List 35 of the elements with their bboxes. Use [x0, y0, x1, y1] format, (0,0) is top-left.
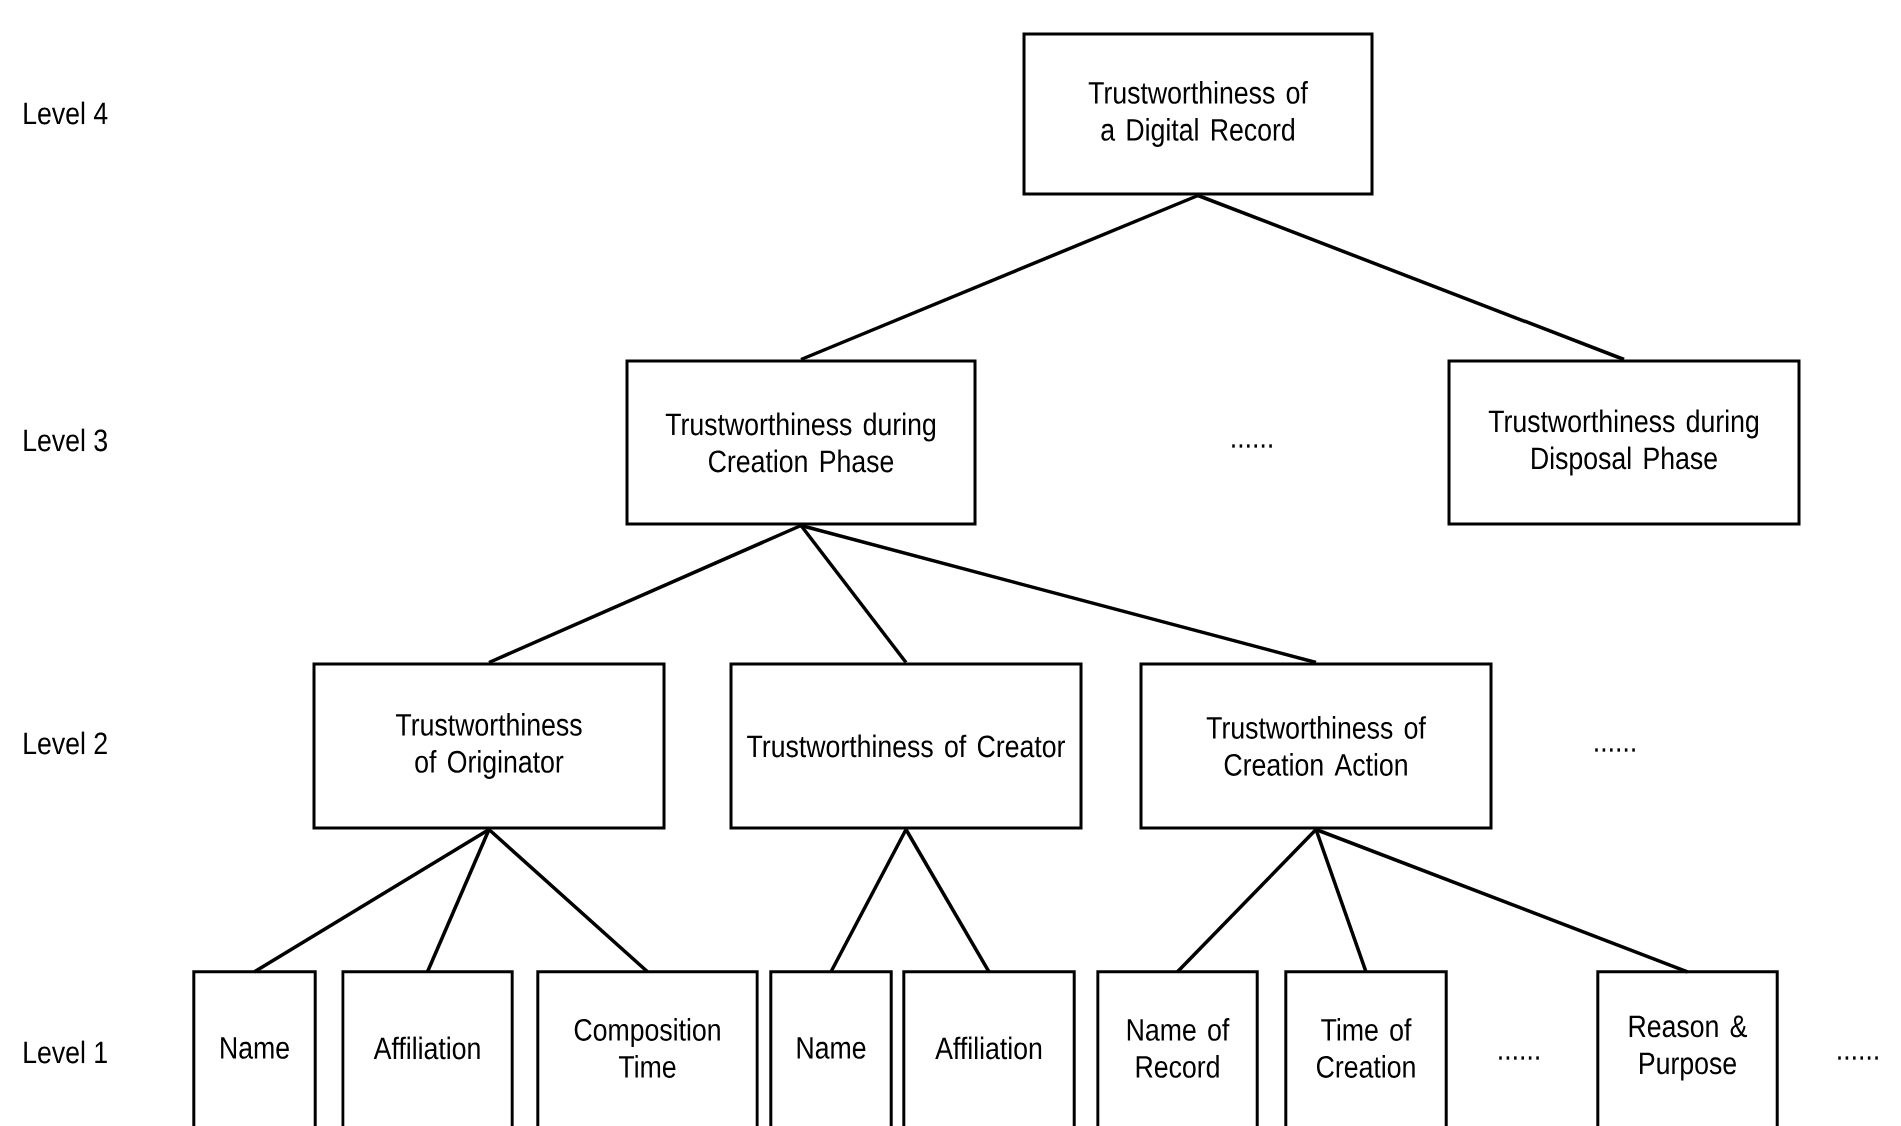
attribute-box: Trustworthiness of Creator — [729, 662, 1083, 830]
ellipsis: ...... — [1838, 1056, 1878, 1060]
connector-line — [829, 828, 908, 973]
connector-line — [425, 828, 491, 973]
level-label: Level 2 — [24, 731, 107, 755]
level-label: Level 4 — [24, 101, 108, 125]
ellipsis: ...... — [1595, 748, 1635, 752]
attribute-box: Composition Time — [536, 970, 759, 1126]
connector-line — [488, 523, 802, 665]
connector-line — [1315, 827, 1689, 974]
attribute-box: Trustworthiness of Creation Action — [1139, 662, 1493, 830]
connector-line — [1176, 828, 1318, 974]
connector-line — [904, 828, 991, 973]
attribute-box: Name — [192, 970, 317, 1126]
level-label: Level 1 — [24, 1040, 107, 1064]
connector-line — [799, 524, 908, 664]
attribute-box: Trustworthiness of Originator — [312, 662, 666, 830]
attribute-box: Trustworthiness during Creation Phase — [625, 359, 977, 526]
ellipsis: ...... — [1499, 1056, 1539, 1060]
connector-line — [800, 193, 1199, 362]
attribute-box: Trustworthiness of a Digital Record — [1022, 32, 1374, 196]
connector-line — [800, 523, 1317, 665]
level-label: Level 3 — [24, 428, 107, 452]
connector-line — [1197, 193, 1625, 362]
attribute-box: Affiliation — [902, 970, 1076, 1126]
attribute-box: Affiliation — [341, 970, 514, 1126]
attribute-box: Name — [769, 970, 893, 1126]
connector-line — [1314, 828, 1368, 973]
attribute-box: Trustworthiness during Disposal Phase — [1447, 359, 1801, 526]
connector-line — [487, 828, 649, 974]
ellipsis: ...... — [1232, 444, 1272, 448]
attribute-box: Reason & Purpose — [1596, 970, 1779, 1126]
connector-line — [253, 828, 490, 974]
attribute-box: Time of Creation — [1284, 970, 1448, 1126]
attribute-box: Name of Record — [1096, 970, 1259, 1126]
